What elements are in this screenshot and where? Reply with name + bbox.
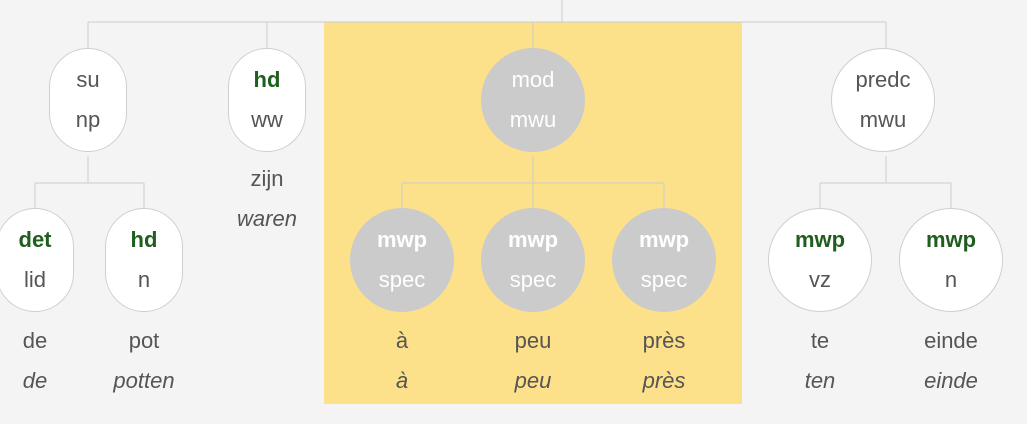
lemma-waren: waren xyxy=(237,206,297,231)
node-cat: n xyxy=(944,267,958,292)
lemma-einde: einde xyxy=(924,368,978,393)
node-mwp-te[interactable]: mwp vz xyxy=(768,208,872,312)
node-predc[interactable]: predc mwu xyxy=(831,48,935,152)
node-rel: hd xyxy=(253,67,281,92)
lemma-peu: peu xyxy=(514,368,552,393)
node-cat: spec xyxy=(378,267,426,292)
node-mwp-pres[interactable]: mwp spec xyxy=(612,208,716,312)
node-rel: su xyxy=(76,67,100,92)
node-rel: predc xyxy=(855,67,911,92)
lemma-de: de xyxy=(22,368,48,393)
node-rel: mwp xyxy=(376,227,428,252)
node-det[interactable]: det lid xyxy=(0,208,74,312)
node-hd-n[interactable]: hd n xyxy=(105,208,183,312)
node-cat: n xyxy=(137,267,151,292)
node-rel: det xyxy=(18,227,52,252)
node-cat: np xyxy=(75,107,101,132)
node-mwp-einde[interactable]: mwp n xyxy=(899,208,1003,312)
node-rel: mwp xyxy=(507,227,559,252)
node-rel: hd xyxy=(130,227,158,252)
node-rel: mwp xyxy=(794,227,846,252)
lemma-potten: potten xyxy=(113,368,175,393)
lemma-a: à xyxy=(395,368,409,393)
lemma-ten: ten xyxy=(804,368,836,393)
word-de: de xyxy=(22,328,48,353)
node-mod[interactable]: mod mwu xyxy=(481,48,585,152)
node-cat: lid xyxy=(23,267,46,292)
word-zijn: zijn xyxy=(250,166,284,191)
word-einde: einde xyxy=(924,328,978,353)
node-rel: mwp xyxy=(925,227,977,252)
lemma-pres: près xyxy=(642,368,686,393)
node-cat: mwu xyxy=(859,107,907,132)
word-a: à xyxy=(395,328,409,353)
node-rel: mwp xyxy=(638,227,690,252)
node-su[interactable]: su np xyxy=(49,48,127,152)
word-pres: près xyxy=(642,328,686,353)
word-te: te xyxy=(810,328,830,353)
node-hd-ww[interactable]: hd ww xyxy=(228,48,306,152)
node-mwp-a[interactable]: mwp spec xyxy=(350,208,454,312)
node-rel: mod xyxy=(511,67,555,92)
node-cat: spec xyxy=(640,267,688,292)
node-cat: spec xyxy=(509,267,557,292)
node-mwp-peu[interactable]: mwp spec xyxy=(481,208,585,312)
word-peu: peu xyxy=(514,328,552,353)
node-cat: mwu xyxy=(509,107,557,132)
node-cat: ww xyxy=(251,107,283,132)
node-cat: vz xyxy=(809,267,831,292)
word-pot: pot xyxy=(128,328,160,353)
